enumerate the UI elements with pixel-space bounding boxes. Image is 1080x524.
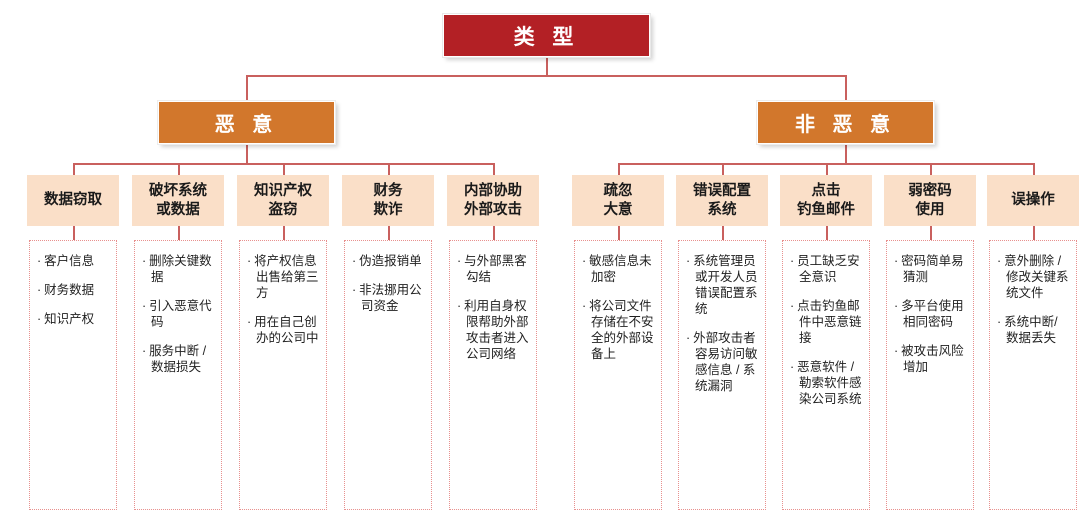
category-title: 错误配置 系统 [693,182,751,218]
list-item: 员工缺乏安全意识 [790,253,862,285]
connector-detail-stem-8 [826,226,828,240]
list-item: 客户信息 [37,253,109,269]
connector-malicious-drop-4 [388,163,390,175]
detail-box-insider-aided-external-attack: 与外部黑客勾结 利用自身权限帮助外部攻击者进入公司网络 [449,240,537,510]
connector-non-malicious-drop-2 [722,163,724,175]
category-header-weak-password[interactable]: 弱密码 使用 [884,175,976,226]
category-title: 破坏系统 或数据 [149,182,207,218]
list-item: 恶意软件 / 勒索软件感染公司系统 [790,359,862,407]
connector-detail-stem-3 [283,226,285,240]
category-title: 疏忽 大意 [603,182,633,218]
connector-detail-stem-4 [388,226,390,240]
list-item: 知识产权 [37,311,109,327]
detail-list: 客户信息 财务数据 知识产权 [37,253,109,327]
node-branch-non-malicious-label: 非 恶 意 [794,114,897,136]
connector-non-malicious-drop-3 [826,163,828,175]
list-item: 非法挪用公司资金 [352,282,424,314]
list-item: 引入恶意代码 [142,298,214,330]
connector-non-malicious-drop-4 [930,163,932,175]
detail-box-data-theft: 客户信息 财务数据 知识产权 [29,240,117,510]
category-header-destroy-systems-or-data[interactable]: 破坏系统 或数据 [132,175,224,226]
connector-detail-stem-1 [73,226,75,240]
detail-box-destroy-systems-or-data: 删除关键数据 引入恶意代码 服务中断 / 数据损失 [134,240,222,510]
list-item: 被攻击风险增加 [894,343,966,375]
detail-list: 员工缺乏安全意识 点击钓鱼邮件中恶意链接 恶意软件 / 勒索软件感染公司系统 [790,253,862,407]
connector-non-malicious-stem [845,144,847,164]
detail-list: 删除关键数据 引入恶意代码 服务中断 / 数据损失 [142,253,214,375]
detail-box-phishing-click: 员工缺乏安全意识 点击钓鱼邮件中恶意链接 恶意软件 / 勒索软件感染公司系统 [782,240,870,510]
connector-detail-stem-10 [1033,226,1035,240]
connector-detail-stem-7 [722,226,724,240]
list-item: 系统中断/ 数据丢失 [997,314,1069,346]
detail-box-financial-fraud: 伪造报销单 非法挪用公司资金 [344,240,432,510]
detail-list: 将产权信息出售给第三方 用在自己创办的公司中 [247,253,319,346]
list-item: 删除关键数据 [142,253,214,285]
category-header-negligence[interactable]: 疏忽 大意 [572,175,664,226]
category-header-phishing-click[interactable]: 点击 钓鱼邮件 [780,175,872,226]
category-title: 知识产权 盗窃 [254,182,312,218]
node-branch-malicious[interactable]: 恶 意 [157,100,336,145]
category-header-ip-theft[interactable]: 知识产权 盗窃 [237,175,329,226]
connector-root-bus [246,75,847,77]
category-header-misconfigured-system[interactable]: 错误配置 系统 [676,175,768,226]
list-item: 多平台使用相同密码 [894,298,966,330]
detail-box-misoperation: 意外删除 / 修改关键系统文件 系统中断/ 数据丢失 [989,240,1077,510]
category-title: 弱密码 使用 [908,182,952,218]
list-item: 利用自身权限帮助外部攻击者进入公司网络 [457,298,529,362]
node-branch-non-malicious[interactable]: 非 恶 意 [756,100,935,145]
connector-malicious-drop-1 [73,163,75,175]
connector-non-malicious-drop-5 [1033,163,1035,175]
connector-drop-malicious [246,75,248,102]
connector-root-stem [546,56,548,76]
connector-detail-stem-6 [618,226,620,240]
detail-list: 意外删除 / 修改关键系统文件 系统中断/ 数据丢失 [997,253,1069,346]
category-title: 财务 欺诈 [373,182,403,218]
category-title: 内部协助 外部攻击 [464,182,522,218]
category-title: 数据窃取 [44,192,102,208]
connector-malicious-drop-3 [283,163,285,175]
list-item: 服务中断 / 数据损失 [142,343,214,375]
connector-detail-stem-5 [493,226,495,240]
detail-box-ip-theft: 将产权信息出售给第三方 用在自己创办的公司中 [239,240,327,510]
detail-list: 敏感信息未加密 将公司文件存储在不安全的外部设备上 [582,253,654,362]
detail-box-weak-password: 密码简单易猜测 多平台使用相同密码 被攻击风险增加 [886,240,974,510]
detail-list: 系统管理员或开发人员错误配置系统 外部攻击者容易访问敏感信息 / 系统漏洞 [686,253,758,394]
list-item: 点击钓鱼邮件中恶意链接 [790,298,862,346]
detail-list: 伪造报销单 非法挪用公司资金 [352,253,424,314]
connector-detail-stem-9 [930,226,932,240]
list-item: 伪造报销单 [352,253,424,269]
node-branch-malicious-label: 恶 意 [214,114,279,136]
category-header-data-theft[interactable]: 数据窃取 [27,175,119,226]
detail-list: 与外部黑客勾结 利用自身权限帮助外部攻击者进入公司网络 [457,253,529,362]
category-header-insider-aided-external-attack[interactable]: 内部协助 外部攻击 [447,175,539,226]
connector-malicious-stem [246,144,248,164]
list-item: 敏感信息未加密 [582,253,654,285]
connector-malicious-drop-2 [178,163,180,175]
detail-box-negligence: 敏感信息未加密 将公司文件存储在不安全的外部设备上 [574,240,662,510]
list-item: 意外删除 / 修改关键系统文件 [997,253,1069,301]
node-root[interactable]: 类 型 [442,13,651,58]
list-item: 用在自己创办的公司中 [247,314,319,346]
list-item: 将产权信息出售给第三方 [247,253,319,301]
node-root-label: 类 型 [513,25,580,49]
detail-box-misconfigured-system: 系统管理员或开发人员错误配置系统 外部攻击者容易访问敏感信息 / 系统漏洞 [678,240,766,510]
list-item: 外部攻击者容易访问敏感信息 / 系统漏洞 [686,330,758,394]
detail-list: 密码简单易猜测 多平台使用相同密码 被攻击风险增加 [894,253,966,375]
connector-detail-stem-2 [178,226,180,240]
list-item: 财务数据 [37,282,109,298]
category-header-misoperation[interactable]: 误操作 [987,175,1079,226]
list-item: 与外部黑客勾结 [457,253,529,285]
list-item: 将公司文件存储在不安全的外部设备上 [582,298,654,362]
connector-malicious-drop-5 [493,163,495,175]
connector-drop-non-malicious [845,75,847,102]
category-title: 误操作 [1011,192,1055,208]
connector-non-malicious-drop-1 [618,163,620,175]
list-item: 系统管理员或开发人员错误配置系统 [686,253,758,317]
category-title: 点击 钓鱼邮件 [797,182,855,218]
list-item: 密码简单易猜测 [894,253,966,285]
category-header-financial-fraud[interactable]: 财务 欺诈 [342,175,434,226]
